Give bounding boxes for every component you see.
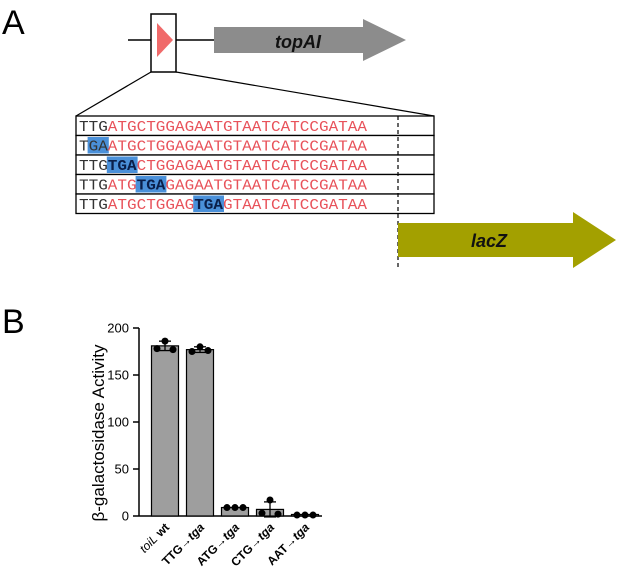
data-point [188, 348, 196, 355]
mutation-highlight [193, 195, 224, 212]
sequence-segment: ATG [108, 179, 137, 195]
y-tick-label: 200 [107, 321, 129, 336]
sequence-segment: CTGGAGAATGTAATCATCCGATAA [137, 159, 368, 175]
panel-b-label: B [2, 303, 25, 341]
topAI-arrow [214, 19, 406, 61]
panel-a-label: A [2, 4, 25, 42]
topAI-label: topAI [275, 32, 322, 52]
sequence-segment: TGA [137, 179, 166, 195]
data-point [223, 504, 231, 512]
data-point [169, 346, 177, 354]
sequence-segment: GA [89, 140, 109, 156]
data-point [309, 511, 317, 519]
sequence-segment: TTG [79, 179, 108, 195]
zoom-line-right [175, 71, 435, 117]
data-point [301, 511, 309, 519]
mutation-highlight [106, 156, 138, 173]
data-point [274, 510, 282, 518]
sequence-segment: ATGCTGGAG [108, 198, 194, 214]
sequence-segment: GTAATCATCCGATAA [223, 198, 367, 214]
sequence-segment: TGA [108, 159, 137, 175]
mutation-highlight [135, 176, 167, 193]
data-point [161, 337, 169, 345]
sequence-segment: ATGCTGGAGAATGTAATCATCCGATAA [108, 140, 368, 156]
data-point [204, 347, 212, 355]
y-tick-label: 50 [115, 462, 129, 477]
sequence-segment: TTG [79, 120, 108, 136]
sequence-segment: TTG [79, 159, 108, 175]
bar [185, 349, 215, 517]
data-point [293, 511, 301, 519]
sequence-row [75, 193, 435, 215]
bar [150, 345, 180, 517]
lacZ-label: lacZ [471, 231, 508, 251]
sequence-segment: ATGCTGGAGAATGTAATCATCCGATAA [108, 120, 368, 136]
mutation-highlight [87, 137, 109, 154]
y-axis-label: β-galactosidase Activity [89, 344, 108, 522]
data-point [196, 343, 204, 351]
y-tick-label: 0 [122, 509, 129, 524]
y-tick-label: 150 [107, 368, 129, 383]
lacZ-arrow [398, 212, 616, 268]
data-point [258, 509, 266, 517]
sequence-segment: TTG [79, 198, 108, 214]
data-point [231, 504, 239, 512]
zoom-line-left [75, 71, 152, 117]
sequence-segment: TGA [194, 198, 223, 214]
rbs-triangle [157, 23, 173, 57]
sequence-segment: T [79, 140, 89, 156]
data-point [153, 345, 161, 353]
data-point [239, 504, 247, 512]
y-tick-label: 100 [107, 415, 129, 430]
data-point [266, 496, 274, 504]
sequence-segment: GAGAATGTAATCATCCGATAA [165, 179, 367, 195]
